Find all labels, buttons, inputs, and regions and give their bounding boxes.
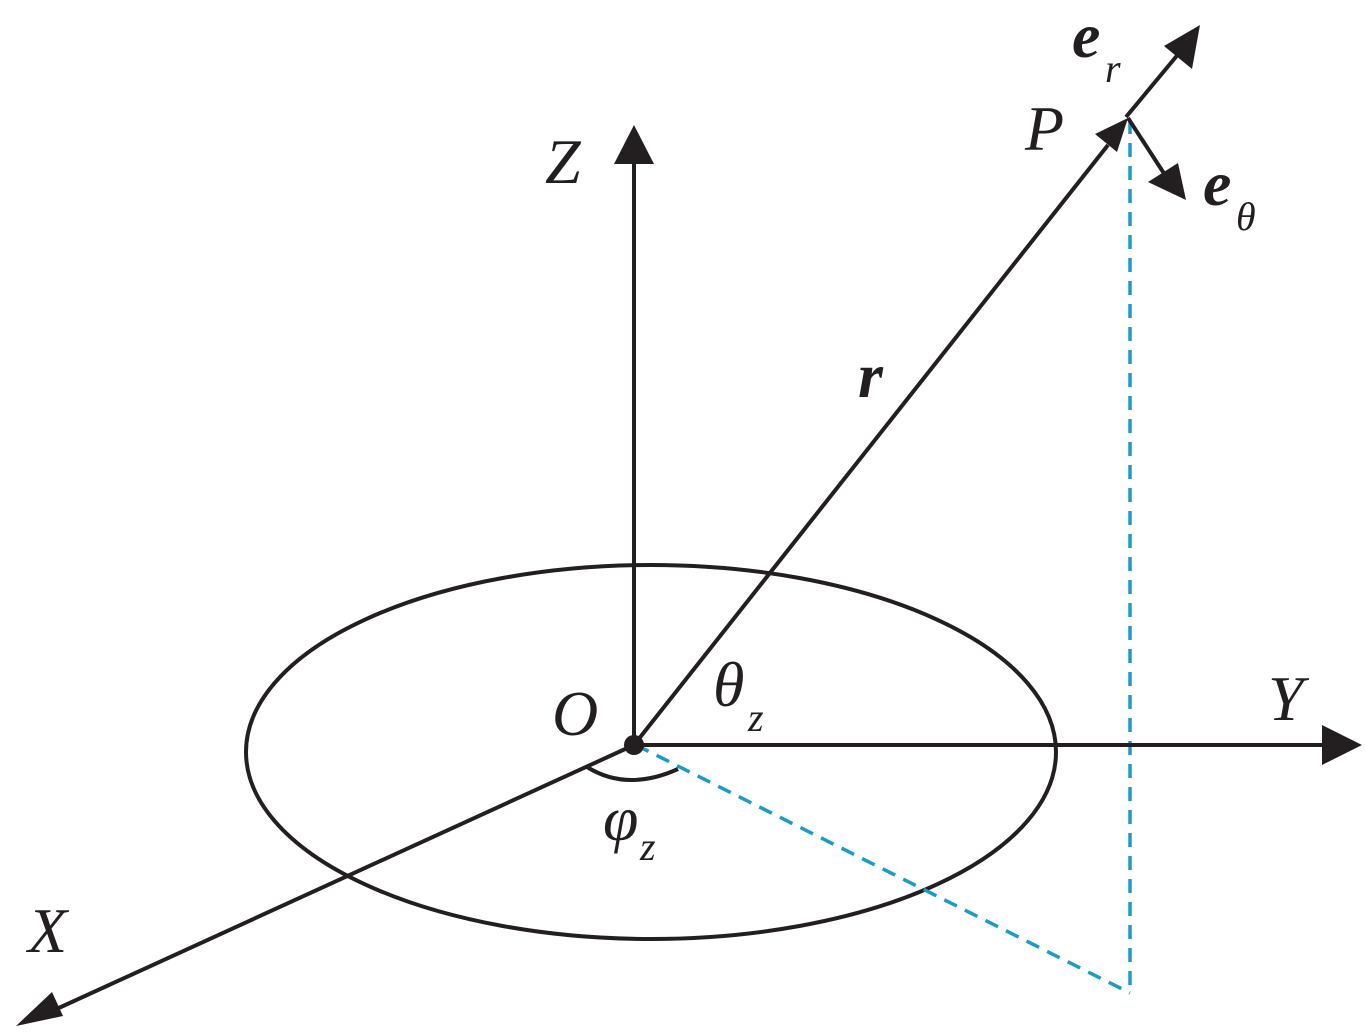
z-axis-arrowhead xyxy=(614,125,654,164)
theta-label-sub: z xyxy=(747,695,764,740)
z-axis-label: Z xyxy=(545,126,582,197)
e-r-vector-arrowhead xyxy=(1164,25,1200,69)
y-axis-label: Y xyxy=(1268,663,1310,734)
e-theta-label-sub: θ xyxy=(1236,194,1256,239)
phi-label-sub: z xyxy=(639,824,656,869)
radius-vector-line xyxy=(632,143,1110,747)
radius-label: r xyxy=(858,340,884,411)
point-p-label: P xyxy=(1024,93,1064,164)
radius-vector-arrowhead xyxy=(1095,118,1128,152)
e-theta-label-base: e xyxy=(1203,148,1231,219)
horizontal-plane-ellipse xyxy=(244,563,1058,941)
x-axis-arrowhead xyxy=(16,992,63,1026)
x-axis-label: X xyxy=(25,895,70,966)
e-theta-vector-arrowhead xyxy=(1148,163,1186,200)
e-r-label-base: e xyxy=(1072,0,1100,71)
e-r-vector-line xyxy=(1124,50,1182,119)
phi-label-base: φ xyxy=(603,783,638,854)
projection-ground-dashed xyxy=(635,743,1131,995)
e-r-label-sub: r xyxy=(1105,46,1121,91)
origin-dot xyxy=(624,735,644,755)
e-theta-vector-line xyxy=(1126,116,1167,177)
y-axis-arrowhead xyxy=(1322,725,1362,765)
origin-label: O xyxy=(552,678,598,749)
theta-label-base: θ xyxy=(713,649,744,720)
x-axis-line xyxy=(49,743,635,1014)
phi-angle-arc xyxy=(585,765,679,782)
